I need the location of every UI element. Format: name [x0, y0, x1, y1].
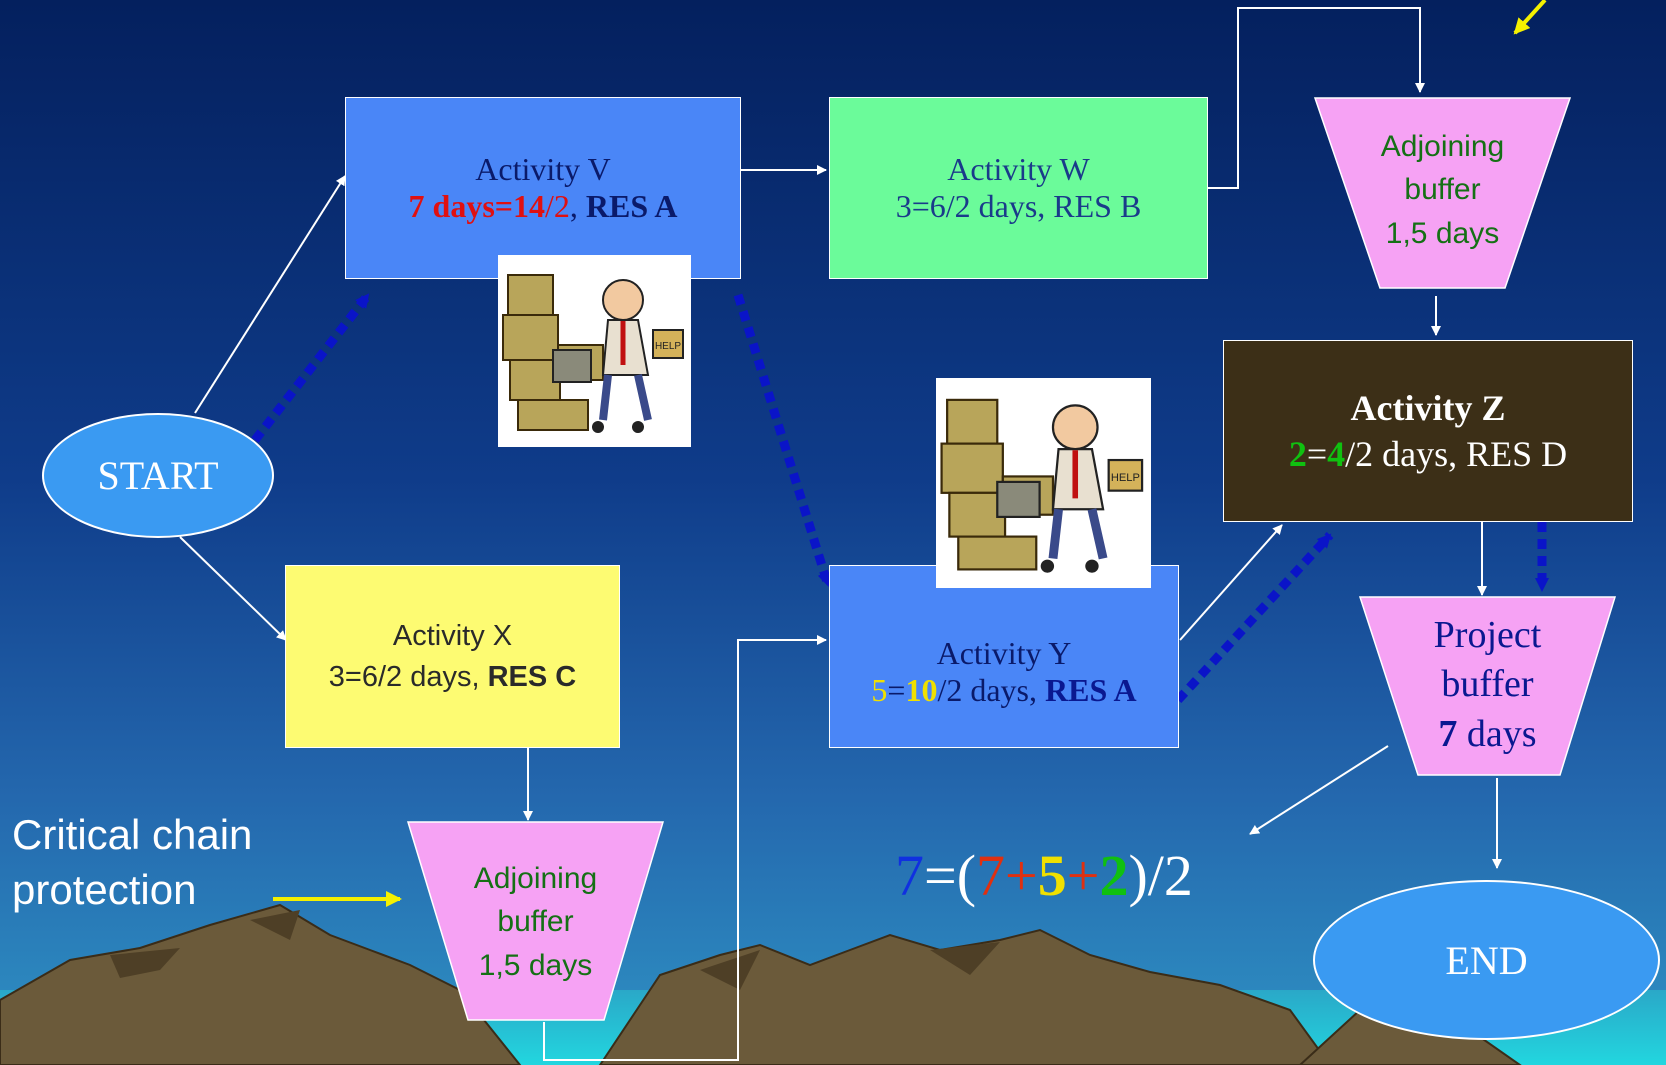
buffer-bottom: Adjoining buffer 1,5 days	[443, 852, 628, 992]
project-buffer-formula: 7=(7+5+2)/2	[895, 842, 1193, 909]
activity-z-title: Activity Z	[1350, 388, 1506, 428]
project-buffer-shape	[1358, 596, 1617, 776]
activity-y-resource: RES A	[1045, 672, 1137, 708]
activity-z-duration-b: =	[1306, 434, 1328, 474]
activity-w-title: Activity W	[947, 151, 1090, 187]
end-node: END	[1313, 880, 1660, 1040]
svg-text:HELP: HELP	[1111, 472, 1140, 484]
edge-start-x	[179, 536, 287, 641]
activity-v-duration-c: ,	[569, 188, 586, 224]
formula-term-z: 2	[1099, 843, 1129, 908]
activity-v-title: Activity V	[475, 151, 611, 187]
top-pointer-arrow	[1513, 0, 1547, 35]
activity-y-duration-a: 5	[871, 672, 888, 708]
formula-plus-2: +	[1066, 843, 1100, 908]
project-buffer-days-unit: days	[1457, 712, 1537, 755]
activity-x-duration-a: 3=6/2 days,	[328, 660, 488, 693]
overworked-worker-icon-2: HELP	[940, 398, 1144, 573]
overworked-worker-image-1: HELP	[498, 255, 691, 447]
activity-y-duration-b: =	[887, 672, 906, 708]
activity-w: Activity W 3=6/2 days, RES B	[829, 97, 1208, 279]
project-buffer: Project buffer 7 days	[1390, 610, 1585, 760]
mountains	[0, 903, 1522, 1065]
activity-y-title: Activity Y	[936, 635, 1072, 671]
buffer-bottom-line1: Adjoining	[473, 861, 598, 895]
buffer-top: Adjoining buffer 1,5 days	[1350, 120, 1535, 260]
activity-v-duration: 7 days=14/2, RES A	[409, 188, 678, 225]
edge-projectbuffer-formula	[1249, 745, 1389, 835]
end-label: END	[1445, 937, 1528, 983]
edge-start-v	[194, 175, 346, 414]
critical-chain-start-v	[251, 292, 372, 443]
svg-text:HELP: HELP	[655, 341, 681, 352]
activity-w-duration: 3=6/2 days, RES B	[895, 188, 1142, 224]
project-buffer-days-value: 7	[1438, 712, 1458, 755]
edge-y-z	[1179, 524, 1283, 641]
activity-v-resource: RES A	[585, 188, 678, 224]
activity-x-duration: 3=6/2 days, RES C	[329, 661, 576, 694]
buffer-top-shape	[1313, 97, 1572, 289]
critical-chain-label-line2: protection	[12, 865, 197, 913]
critical-chain-label: Critical chain protection	[12, 808, 252, 917]
overworked-worker-image-2: HELP	[936, 378, 1151, 588]
start-label: START	[97, 453, 219, 498]
buffer-top-line1: Adjoining	[1380, 129, 1505, 163]
buffer-bottom-line2: buffer	[497, 905, 574, 939]
edge-buffer-y	[543, 635, 827, 1061]
activity-z-duration-d: /2 days, RES D	[1345, 434, 1568, 474]
formula-close: )/2	[1128, 843, 1193, 908]
buffer-bottom-shape	[406, 821, 665, 1021]
critical-chain-y-z	[1174, 531, 1334, 704]
project-buffer-line2: buffer	[1441, 663, 1534, 706]
activity-x-title: Activity X	[392, 619, 513, 652]
formula-open: =(	[924, 843, 977, 908]
activity-y-duration: 5=10/2 days, RES A	[871, 672, 1136, 709]
activity-v-duration-b: /2	[545, 188, 570, 224]
start-node: START	[42, 413, 274, 538]
project-buffer-line1: Project	[1433, 613, 1542, 656]
formula-term-y: 5	[1037, 843, 1067, 908]
critical-chain-label-line1: Critical chain	[12, 811, 253, 858]
buffer-bottom-line3: 1,5 days	[478, 948, 593, 982]
activity-z-duration-c: 4	[1327, 434, 1346, 474]
formula-plus-1: +	[1005, 843, 1038, 908]
activity-v: Activity V 7 days=14/2, RES A	[345, 97, 741, 279]
activity-x: Activity X 3=6/2 days, RES C	[285, 565, 620, 748]
activity-v-duration-a: 7 days=14	[408, 188, 545, 224]
project-buffer-line3: 7 days	[1438, 710, 1536, 759]
activity-z: Activity Z 2=4/2 days, RES D	[1223, 340, 1633, 522]
formula-term-v: 7	[976, 843, 1006, 908]
buffer-top-line2: buffer	[1404, 173, 1481, 207]
activity-x-resource: RES C	[487, 660, 577, 693]
edge-w-buffer	[1207, 7, 1425, 189]
critical-chain-v-y	[733, 293, 833, 587]
activity-y-duration-d: /2 days,	[937, 672, 1045, 708]
activity-z-duration: 2=4/2 days, RES D	[1289, 433, 1567, 475]
activity-y: Activity Y 5=10/2 days, RES A	[829, 565, 1179, 748]
activity-y-duration-c: 10	[905, 672, 938, 708]
overworked-worker-icon: HELP	[502, 274, 684, 433]
activity-z-duration-a: 2	[1288, 434, 1307, 474]
buffer-top-line3: 1,5 days	[1385, 216, 1500, 250]
formula-result: 7	[895, 843, 924, 908]
